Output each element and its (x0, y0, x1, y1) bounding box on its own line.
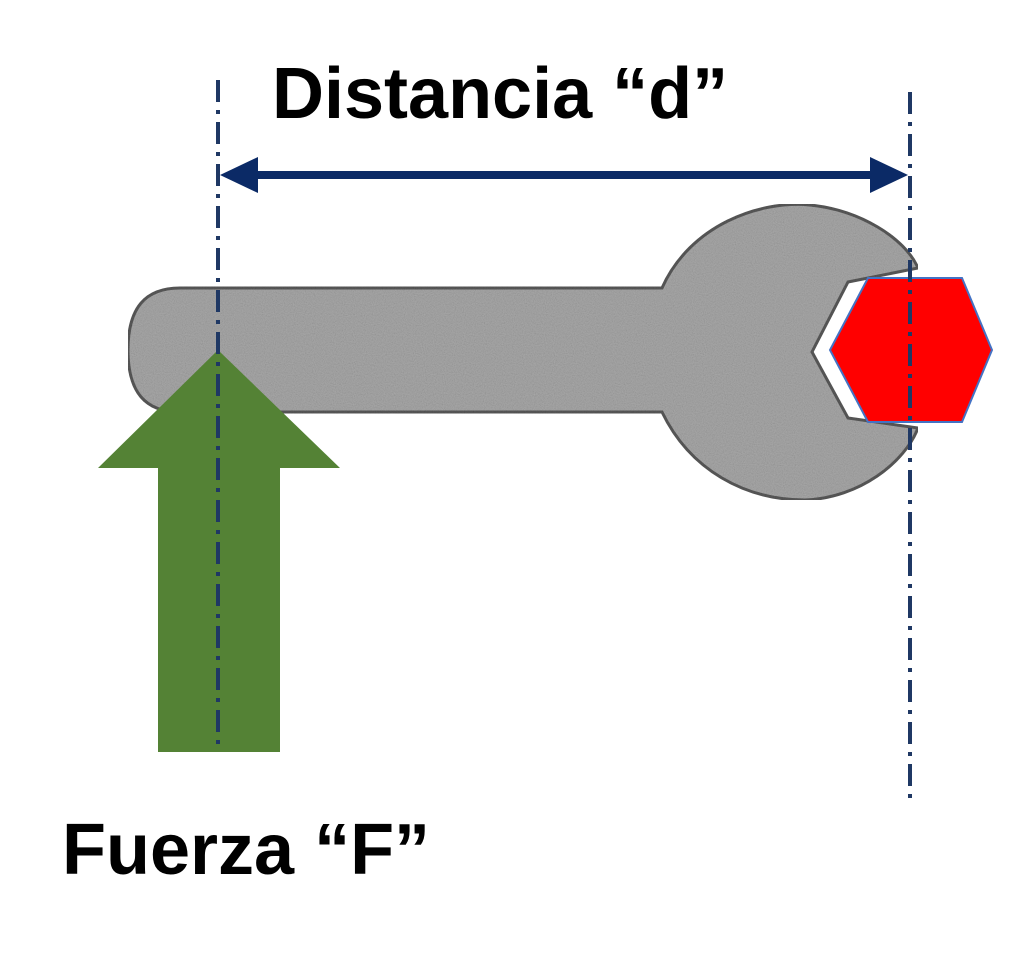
wrench-icon (126, 202, 921, 502)
double-arrow-horizontal-icon (220, 157, 908, 193)
distance-label: Distancia “d” (272, 54, 729, 134)
force-label: Fuerza “F” (62, 810, 431, 890)
